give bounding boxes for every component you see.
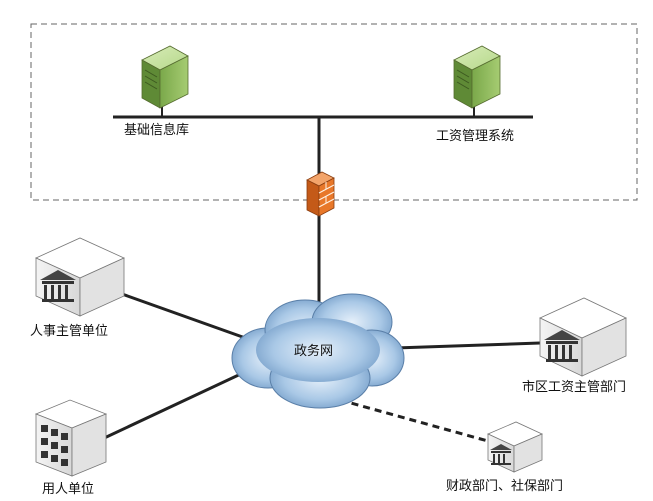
link-city-salary [394, 341, 541, 350]
building-box-icon [487, 421, 543, 473]
basic-info-db-label: 基础信息库 [124, 123, 190, 138]
cloud-label: 政务网 [294, 344, 334, 359]
firewall-icon [306, 171, 335, 217]
finance-social-dept-label: 财政部门、社保部门 [446, 479, 564, 494]
building-box-icon [539, 297, 627, 377]
server-icon [453, 45, 501, 109]
link-hr-unit [121, 292, 266, 347]
server-zone-border [30, 23, 638, 201]
city-salary-dept-label: 市区工资主管部门 [522, 380, 627, 395]
building-box-icon [35, 237, 125, 317]
server-icon [141, 45, 189, 109]
office-building-icon [34, 399, 108, 477]
link-employer [99, 370, 246, 442]
employer-unit-label: 用人单位 [42, 482, 95, 497]
salary-system-label: 工资管理系统 [436, 129, 515, 144]
cloud-icon [231, 293, 405, 409]
link-finance-dashed [339, 398, 496, 445]
hr-unit-label: 人事主管单位 [30, 324, 109, 339]
